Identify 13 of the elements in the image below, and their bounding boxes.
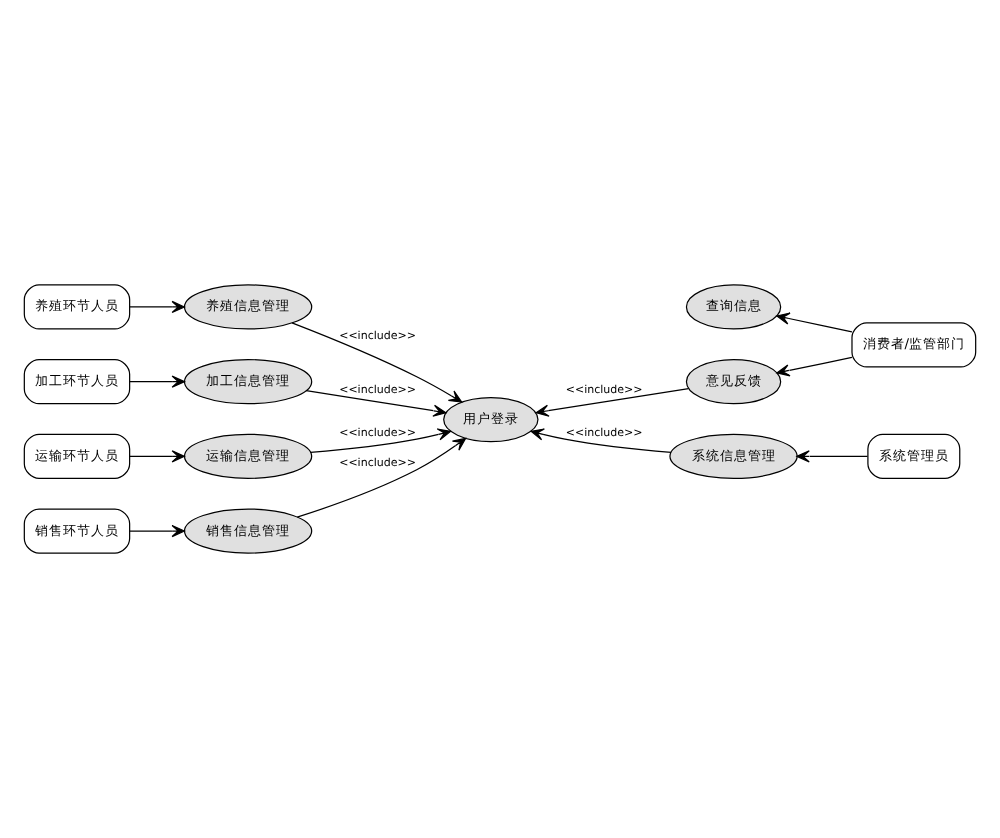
arrow <box>129 450 185 463</box>
arrow <box>309 428 452 454</box>
arrow <box>291 322 463 403</box>
arrow <box>296 437 467 518</box>
arrow <box>129 375 185 388</box>
arrow <box>776 356 853 377</box>
arrow <box>535 387 690 417</box>
arrow <box>305 390 447 417</box>
arrow <box>776 312 853 333</box>
arrow <box>530 428 672 454</box>
arrow <box>129 524 185 538</box>
arrow <box>796 450 869 463</box>
arrow <box>129 300 185 314</box>
